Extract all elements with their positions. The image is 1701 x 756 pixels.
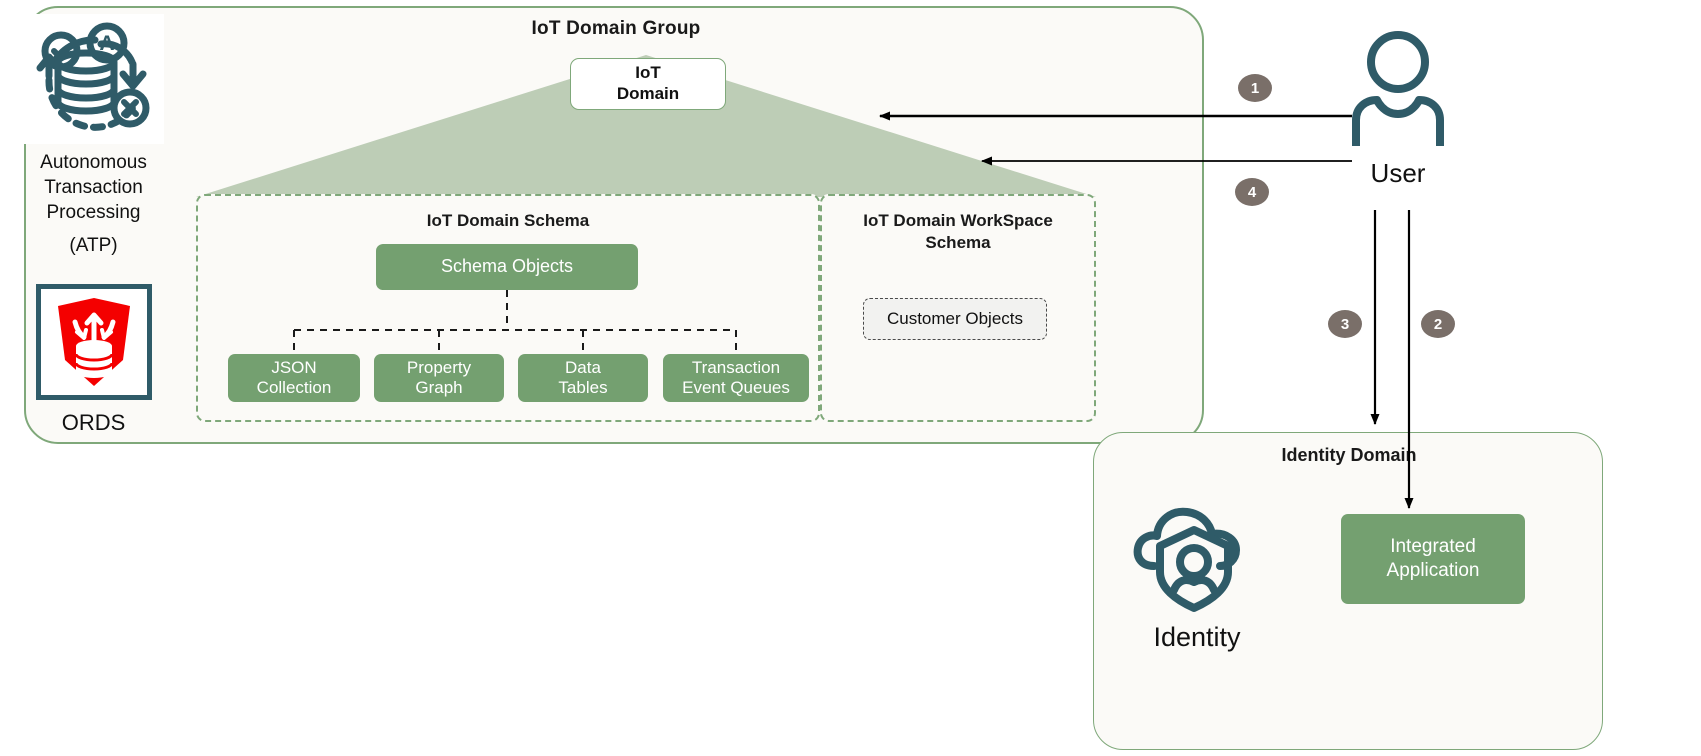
integrated-application-line1: Integrated: [1390, 536, 1476, 558]
iot-domain-triangle: [196, 55, 1096, 197]
ords-shield-database-icon: [57, 298, 130, 387]
flow-badge-3: 3: [1328, 310, 1362, 338]
user-label: User: [1370, 158, 1426, 188]
workspace-title-line1: IoT Domain WorkSpace: [863, 211, 1053, 230]
atp-caption-line3: Processing: [46, 202, 141, 224]
flow-badge-2: 2: [1421, 310, 1455, 338]
customer-objects-label: Customer Objects: [886, 309, 1024, 328]
flow-badge-1: 1: [1238, 74, 1272, 102]
atp-icon-tile: A: [23, 14, 164, 144]
identity-cloud-shield-icon: [1133, 507, 1240, 612]
json-collection-box[interactable]: JSON Collection: [228, 354, 360, 402]
json-collection-line2: Collection: [256, 378, 332, 397]
iot-domain-box[interactable]: IoT Domain: [570, 58, 726, 110]
iot-domain-group-title: IoT Domain Group: [531, 18, 701, 39]
data-tables-box[interactable]: Data Tables: [518, 354, 648, 402]
transaction-event-queues-line1: Transaction: [691, 357, 781, 377]
atp-caption-line1: Autonomous: [40, 152, 147, 173]
customer-objects-box[interactable]: Customer Objects: [863, 298, 1047, 340]
transaction-event-queues-line2: Event Queues: [682, 378, 790, 397]
autonomous-transaction-processing-icon: A: [36, 22, 149, 131]
data-tables-line2: Tables: [558, 378, 608, 397]
iot-domain-box-line2: Domain: [616, 84, 680, 103]
ords-caption: ORDS: [61, 410, 126, 436]
data-tables-line1: Data: [565, 357, 601, 377]
iot-domain-schema-title: IoT Domain Schema: [426, 211, 590, 230]
transaction-event-queues-box[interactable]: Transaction Event Queues: [663, 354, 809, 402]
ords-icon-tile: [35, 284, 152, 401]
property-graph-line2: Graph: [415, 378, 463, 397]
left-services-column: A Autonomous Transaction Processing (ATP…: [6, 14, 181, 437]
schema-objects-label: Schema Objects: [440, 256, 574, 277]
workspace-title-line2: Schema: [925, 233, 991, 253]
integrated-application-box[interactable]: Integrated Application: [1341, 514, 1525, 604]
svg-text:A: A: [99, 32, 114, 55]
atp-caption: Autonomous Transaction Processing (ATP): [6, 150, 181, 258]
schema-objects-box[interactable]: Schema Objects: [376, 244, 638, 290]
atp-caption-line4: (ATP): [69, 235, 118, 257]
flow-badge-4: 4: [1235, 178, 1269, 206]
iot-domain-box-line1: IoT: [635, 63, 661, 83]
json-collection-line1: JSON: [271, 357, 317, 377]
property-graph-box[interactable]: Property Graph: [374, 354, 504, 402]
property-graph-line1: Property: [406, 357, 472, 377]
user-icon: [1352, 31, 1444, 146]
identity-label: Identity: [1153, 622, 1241, 652]
integrated-application-line2: Application: [1386, 560, 1480, 581]
atp-caption-line2: Transaction: [44, 177, 143, 199]
iot-domain-workspace-schema-title: IoT Domain WorkSpace Schema: [822, 210, 1094, 254]
identity-domain-title: Identity Domain: [1281, 445, 1417, 465]
